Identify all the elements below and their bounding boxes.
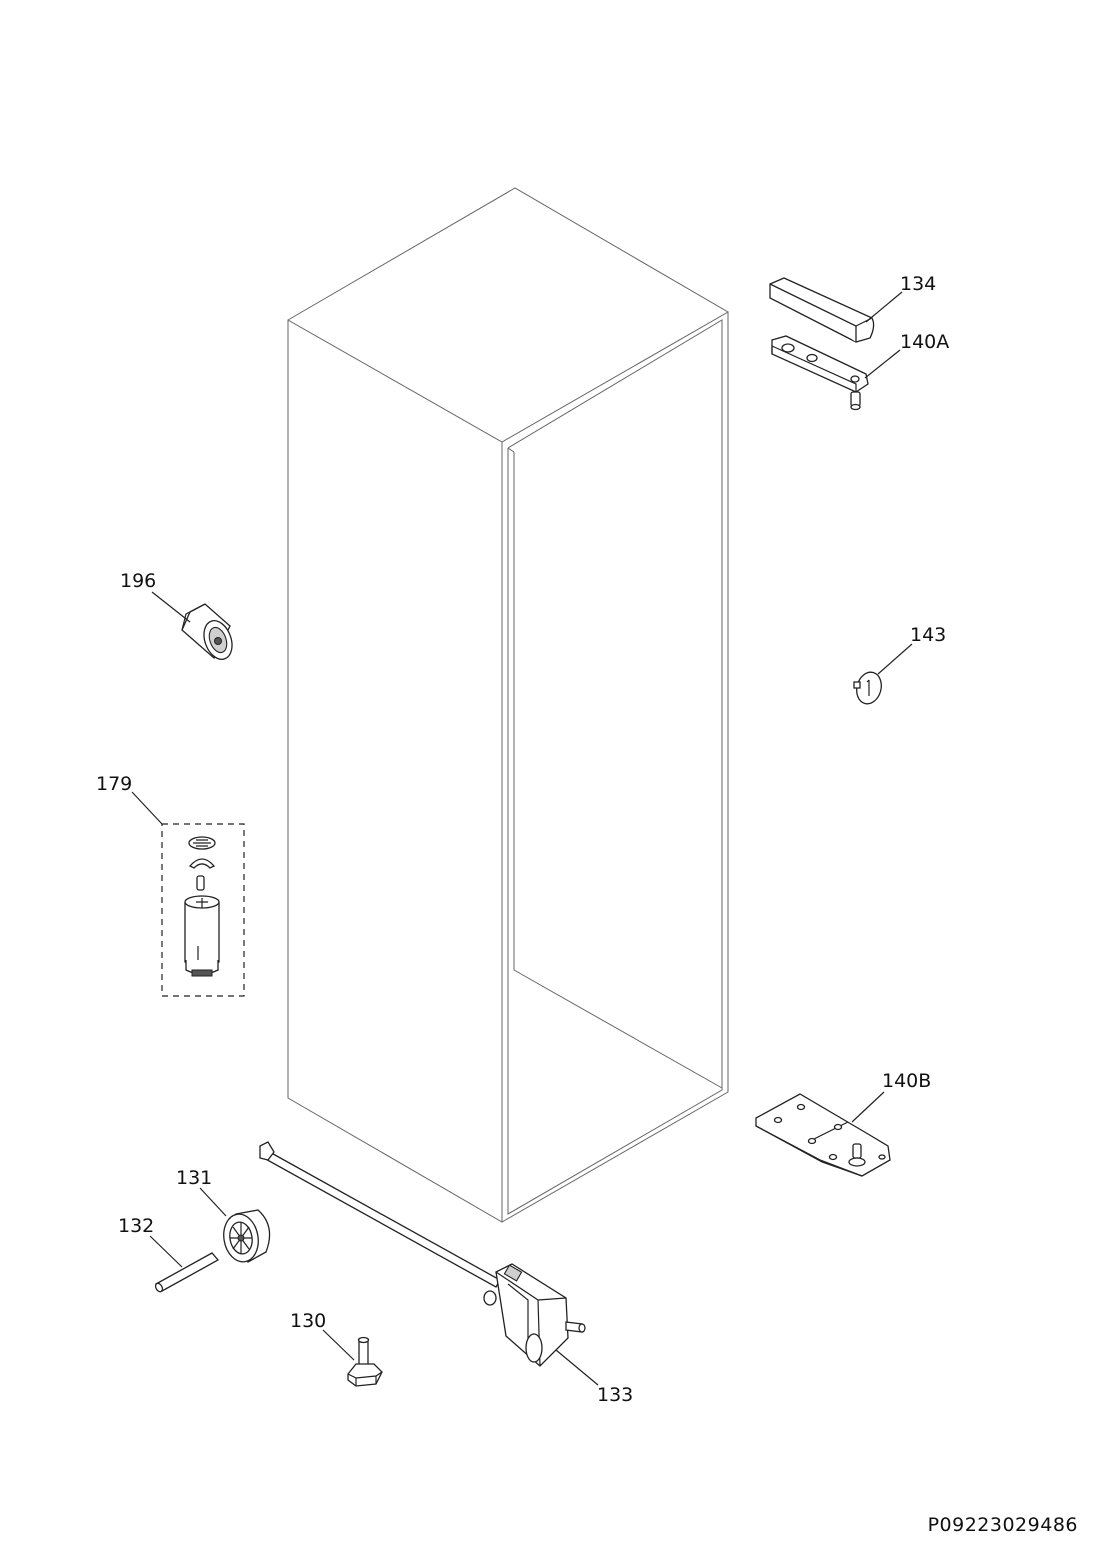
wheel-131[interactable] <box>220 1209 271 1265</box>
adjustable-foot-130[interactable] <box>347 1336 383 1387</box>
label-140B: 140B <box>882 1070 931 1092</box>
label-132: 132 <box>118 1215 154 1237</box>
leader-140A <box>864 349 901 379</box>
label-196: 196 <box>120 570 156 592</box>
leader-143 <box>877 643 913 675</box>
hinge-cover-134[interactable] <box>769 277 875 343</box>
document-code: P09223029486 <box>927 1514 1078 1536</box>
cabinet <box>286 187 729 1223</box>
leader-140B <box>851 1091 885 1123</box>
leader-131 <box>199 1187 227 1217</box>
leader-132 <box>149 1235 183 1268</box>
label-179: 179 <box>96 773 132 795</box>
leader-133 <box>555 1349 599 1386</box>
cap-143[interactable] <box>853 669 884 706</box>
label-130: 130 <box>290 1310 326 1332</box>
label-140A: 140A <box>900 331 949 353</box>
leader-130 <box>322 1329 355 1361</box>
upper-hinge-140A[interactable] <box>771 335 869 411</box>
label-143: 143 <box>910 624 946 646</box>
pin-132[interactable] <box>154 1252 220 1293</box>
kit-179[interactable] <box>161 823 245 997</box>
leader-134 <box>865 291 903 323</box>
label-134: 134 <box>900 273 936 295</box>
label-133: 133 <box>597 1384 633 1406</box>
bushing-196[interactable] <box>181 603 237 663</box>
rod-and-wheel-bracket-133[interactable] <box>259 1141 586 1367</box>
leader-196 <box>151 591 191 623</box>
lower-hinge-140B[interactable] <box>755 1093 891 1177</box>
label-131: 131 <box>176 1167 212 1189</box>
leader-179 <box>131 791 163 825</box>
